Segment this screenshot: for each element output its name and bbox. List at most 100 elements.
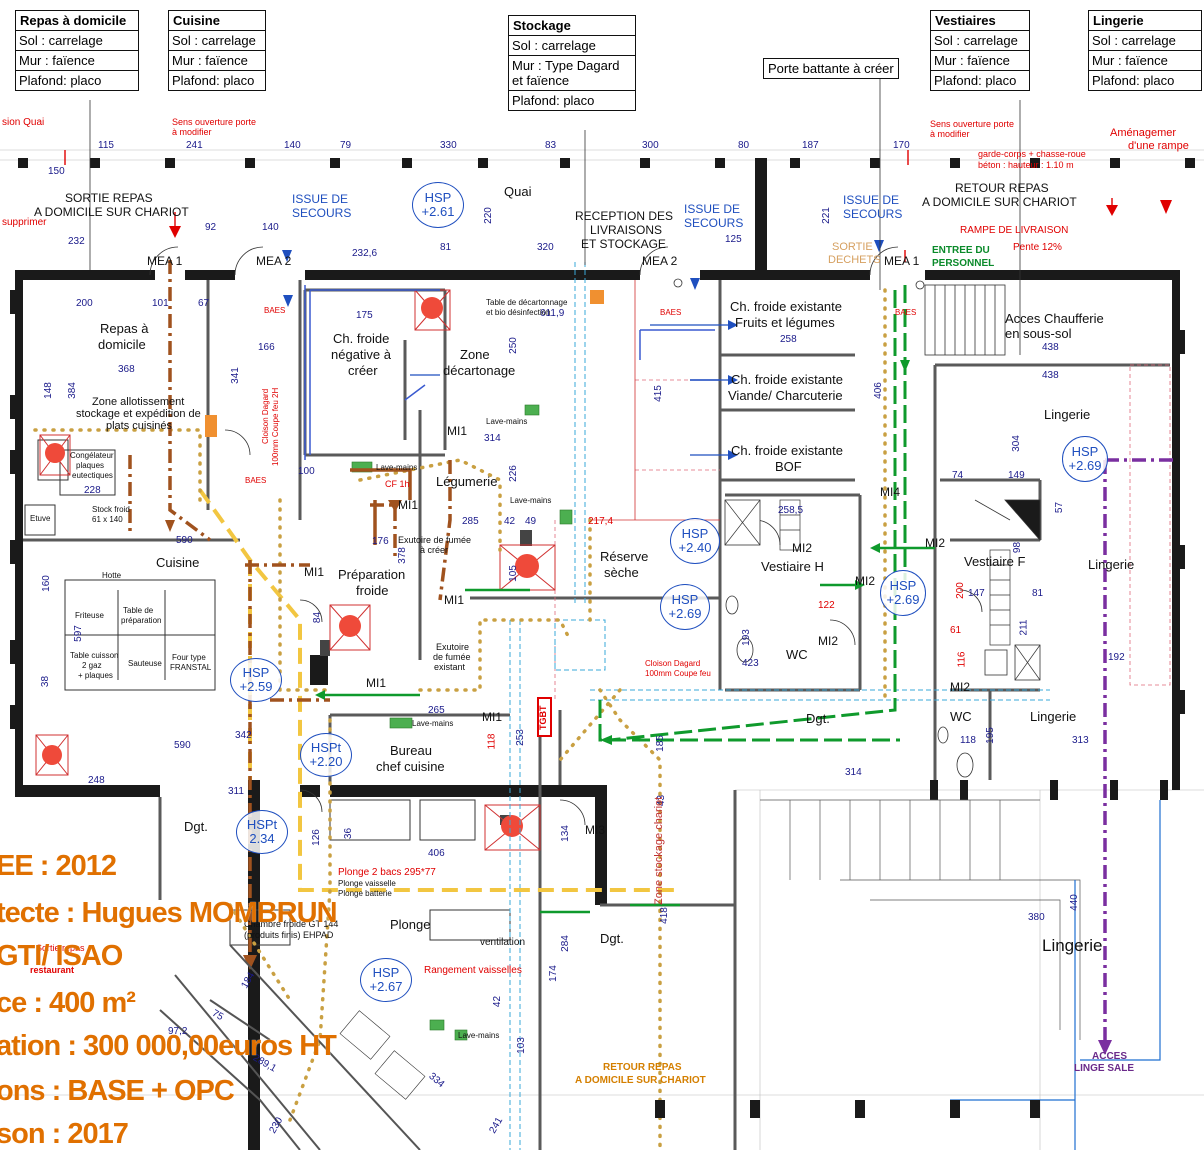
- dimension-label: 81: [1032, 588, 1044, 599]
- dimension-label: 221: [820, 207, 832, 224]
- supprimer-label: supprimer: [2, 217, 47, 228]
- plonge-vaisselle-label: Plonge vaisselle: [338, 879, 396, 888]
- dimension-label: 241: [186, 140, 203, 151]
- mi-label: MI4: [880, 485, 901, 499]
- mea-label: MEA 1: [884, 254, 920, 268]
- hsp-top: HSP: [681, 526, 709, 542]
- a-modifier-label: à modifier: [930, 129, 970, 139]
- dimension-label: 228: [84, 485, 101, 496]
- mi-label: MI2: [818, 634, 839, 648]
- table-preparation-label: Table de: [123, 606, 154, 615]
- exutoire-label: à créer: [420, 545, 449, 555]
- dimension-label: 49: [525, 516, 537, 527]
- reception-label: RECEPTION DES: [575, 209, 674, 223]
- chambre-froide-gt-label: (produits finis) EHPAD: [244, 930, 334, 940]
- issue-secours-label: ISSUE DE: [684, 202, 741, 216]
- mi-label: MI2: [950, 680, 971, 694]
- stock-froid-label: Stock froid: [92, 505, 130, 514]
- room-zone-decartonage: Zone: [460, 347, 490, 362]
- mi-label: MI1: [366, 676, 387, 690]
- room-legumerie: Légumerie: [436, 474, 498, 489]
- dimension-label: 418: [658, 907, 670, 924]
- room-ch-froide-viande: Viande/ Charcuterie: [728, 388, 843, 403]
- mi-label: MI1: [398, 498, 419, 512]
- dimension-label: 406: [872, 382, 884, 399]
- overlay-year: EE : 2012: [0, 850, 117, 882]
- mi-label: MI2: [792, 541, 813, 555]
- callout-porte-battante: Porte battante à créer: [763, 58, 899, 79]
- reception-label: ET STOCKAGE: [581, 237, 666, 251]
- room-chambre-froide-negative: Ch. froide: [333, 331, 390, 346]
- overlay-bet: GTI/ ISAO: [0, 940, 123, 972]
- room-chambre-froide-negative: créer: [348, 363, 378, 378]
- dimension-label: 590: [176, 535, 193, 546]
- legend-repas-a-domicile: Repas à domicile Sol : carrelage Mur : f…: [15, 10, 139, 91]
- legend-plafond: Plafond: placo: [1089, 70, 1201, 90]
- congelateur-label: eutectiques: [72, 471, 113, 480]
- cloison-label: Cloison Dagard: [261, 388, 270, 444]
- dimension-label: 126: [310, 829, 322, 846]
- issue-secours-label: SECOURS: [684, 216, 744, 230]
- legend-vestiaires: Vestiaires Sol : carrelage Mur : faïence…: [930, 10, 1030, 91]
- dimension-label: 170: [893, 140, 910, 151]
- hsp-value: 2.34: [249, 831, 275, 846]
- room-vestiaire-f: Vestiaire F: [964, 554, 1026, 569]
- dimension-label: 590: [174, 740, 191, 751]
- sortie-repas-label: SORTIE REPAS: [65, 191, 153, 205]
- dimension-label: 253: [514, 729, 526, 746]
- dimension-label: 61: [950, 625, 962, 636]
- lave-mains-label: Lave-mains: [510, 496, 552, 505]
- room-cuisine: Cuisine: [156, 555, 200, 570]
- issue-secours-label: ISSUE DE: [292, 192, 349, 206]
- dimension-label: 285: [462, 516, 479, 527]
- dimension-label: 103: [515, 1037, 527, 1054]
- legend-mur: Mur : faïence: [169, 50, 265, 70]
- mea-label: MEA 2: [642, 254, 678, 268]
- overlay-delivery: son : 2017: [0, 1118, 129, 1150]
- dimension-label: 38: [40, 675, 52, 688]
- legend-plafond: Plafond: placo: [16, 70, 138, 90]
- dimension-label: 42: [492, 995, 504, 1008]
- dimension-label: 320: [537, 242, 554, 253]
- dimension-label: 192: [1108, 652, 1125, 663]
- mea-label: MEA 1: [147, 254, 183, 268]
- exutoire-existant-label: Exutoire: [436, 642, 470, 652]
- legend-mur: Mur : faïence: [16, 50, 138, 70]
- quai-label: Quai: [504, 184, 532, 199]
- rampe-label: RAMPE DE LIVRAISON: [960, 225, 1069, 236]
- hsp-value: +2.69: [668, 606, 702, 621]
- sens-quai-label: sion Quai: [2, 117, 45, 128]
- dimension-label: 258: [780, 334, 797, 345]
- table-decartonnage-label: et bio désinfection: [486, 308, 551, 317]
- dimension-label: 415: [652, 385, 664, 402]
- legend-sol: Sol : carrelage: [16, 30, 138, 50]
- table-cuisson-label: + plaques: [78, 671, 113, 680]
- plonge-batterie-label: Plonge batterie: [338, 889, 392, 898]
- dimension-label: 406: [428, 848, 445, 859]
- room-preparation-froide: froide: [356, 583, 389, 598]
- dimension-label: 200: [76, 298, 93, 309]
- legend-title: Stockage: [513, 18, 571, 33]
- sortie-dechets-label: DECHETS: [828, 254, 881, 266]
- four-label: FRANSTAL: [170, 663, 212, 672]
- dimension-label: 79: [340, 140, 352, 151]
- mi-label: MI2: [925, 536, 946, 550]
- dimension-label: 97,2: [168, 1026, 188, 1037]
- dimension-label: 341: [229, 367, 241, 384]
- retour-repas-label: A DOMICILE SUR CHARIOT: [922, 195, 1077, 209]
- zone-allotissement: plats cuisinés: [106, 420, 173, 432]
- cloison-label: 100mm Coupe feu 2H: [271, 387, 280, 466]
- legend-stockage: Stockage Sol : carrelage Mur : Type Daga…: [508, 15, 636, 111]
- dimension-label: 116: [956, 651, 968, 668]
- room-ch-froide-fruits: Ch. froide existante: [730, 299, 843, 314]
- legend-title: Vestiaires: [935, 13, 996, 28]
- rangement-vaisselles-label: Rangement vaisselles: [424, 965, 522, 976]
- legend-mur: Mur : Type Dagard et faïence: [509, 55, 635, 90]
- room-zone-decartonage: décartonage: [443, 363, 516, 378]
- table-preparation-label: préparation: [121, 616, 162, 625]
- legend-lingerie: Lingerie Sol : carrelage Mur : faïence P…: [1088, 10, 1202, 91]
- sens-ouverture-label: Sens ouverture porte: [172, 117, 257, 127]
- dimension-label: 105: [507, 565, 519, 582]
- ventilation-label: ventilation: [480, 937, 526, 948]
